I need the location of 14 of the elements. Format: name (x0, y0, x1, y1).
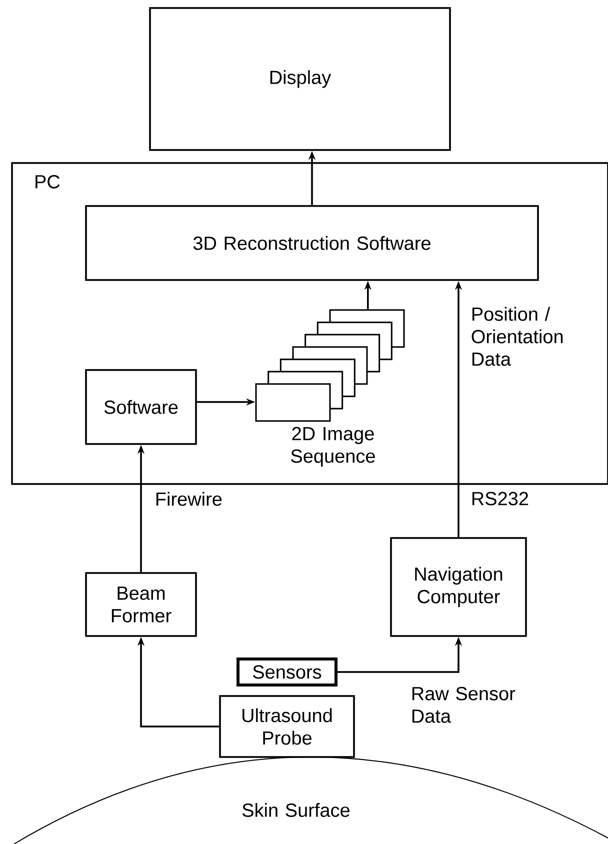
software-box: 3D Reconstruction Software (85, 205, 539, 281)
display-box: Display (149, 7, 451, 151)
connection-label: RS232 (472, 492, 528, 506)
probe-box: Ultrasound Probe (219, 695, 355, 758)
image-stack-drawing: 2D Image Sequence (255, 309, 405, 467)
edge-label: Raw Sensor Data (412, 686, 516, 723)
node-label: 2D Image Sequence (291, 426, 375, 467)
edge-label: Firewire (156, 492, 222, 506)
edge-label: Position / Orientation Data (472, 306, 563, 366)
sensors-box: Sensors (236, 658, 338, 686)
computer-box: Navigation Computer (390, 537, 527, 637)
beam-former-box: Beam Former (85, 572, 197, 637)
software-box: Software (85, 369, 197, 445)
skin-surface-drawing: Skin Surface (14, 756, 608, 844)
